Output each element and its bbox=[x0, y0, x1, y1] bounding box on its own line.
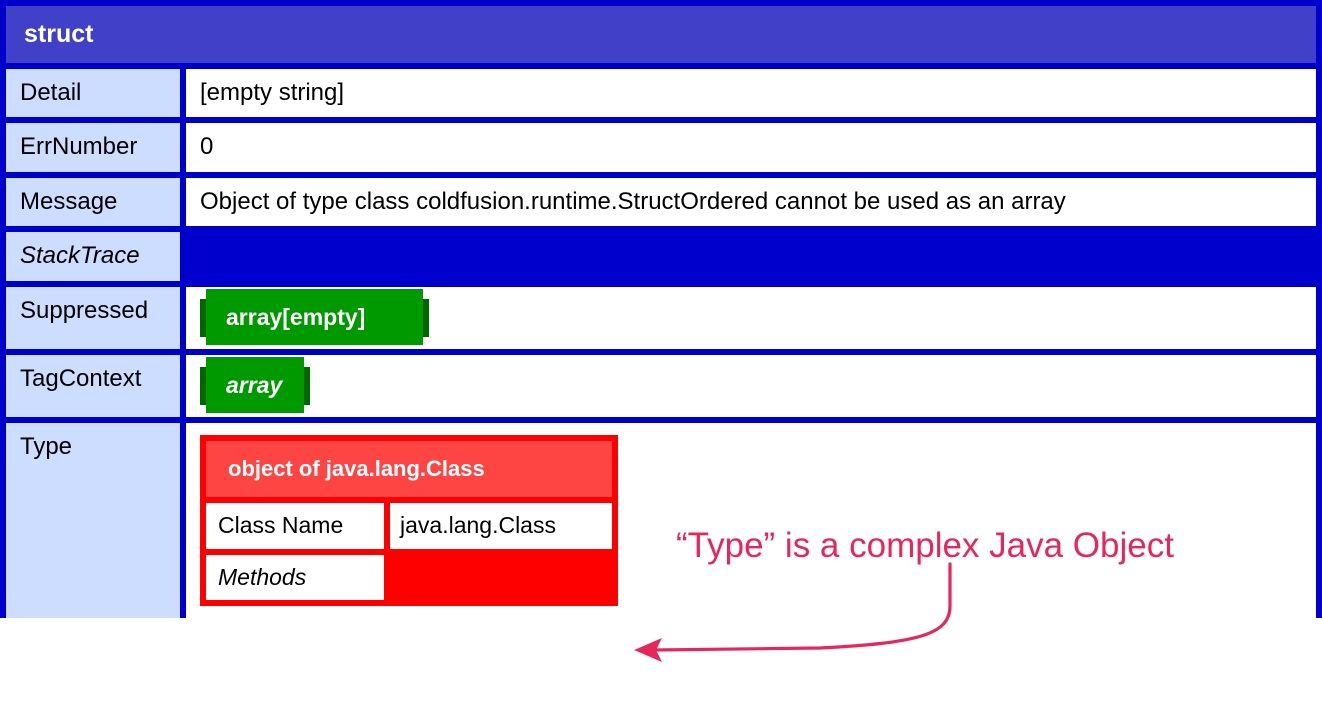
table-row: TagContext array bbox=[6, 354, 1316, 418]
java-object-table: object of java.lang.Class Class Name jav… bbox=[200, 435, 618, 606]
row-key-stacktrace[interactable]: StackTrace bbox=[6, 232, 180, 281]
row-value-stacktrace bbox=[186, 232, 1316, 281]
row-value-methods bbox=[390, 555, 612, 600]
java-object-header[interactable]: object of java.lang.Class bbox=[206, 441, 612, 498]
cfdump-title[interactable]: struct bbox=[6, 6, 1316, 63]
row-value-errnumber: 0 bbox=[186, 123, 1316, 172]
array-box-label: array[empty] bbox=[206, 288, 424, 345]
table-row: StackTrace bbox=[6, 232, 1316, 281]
table-row: Suppressed array[empty] bbox=[6, 286, 1316, 349]
table-row: Class Name java.lang.Class bbox=[206, 503, 612, 549]
row-key-methods[interactable]: Methods bbox=[206, 554, 384, 600]
row-key-class-name: Class Name bbox=[206, 503, 384, 549]
row-value-tagcontext: array bbox=[186, 354, 1316, 418]
annotation-label: “Type” is a complex Java Object bbox=[676, 526, 1174, 565]
row-value-suppressed: array[empty] bbox=[186, 286, 1316, 349]
row-key-detail: Detail bbox=[6, 69, 180, 118]
row-key-errnumber: ErrNumber bbox=[6, 123, 180, 172]
row-key-message: Message bbox=[6, 177, 180, 227]
cfdump-table: struct Detail [empty string] ErrNumber 0… bbox=[0, 0, 1322, 618]
row-value-type: object of java.lang.Class Class Name jav… bbox=[186, 423, 1316, 618]
row-key-tagcontext: TagContext bbox=[6, 354, 180, 418]
row-key-suppressed: Suppressed bbox=[6, 286, 180, 349]
table-row: Type object of java.lang.Class Class Nam… bbox=[6, 423, 1316, 618]
row-key-type: Type bbox=[6, 423, 180, 618]
row-value-message: Object of type class coldfusion.runtime.… bbox=[186, 177, 1316, 227]
table-row: ErrNumber 0 bbox=[6, 123, 1316, 172]
table-row: Methods bbox=[206, 554, 612, 600]
table-row: Message Object of type class coldfusion.… bbox=[6, 177, 1316, 227]
array-box-tagcontext[interactable]: array bbox=[200, 356, 311, 413]
array-box-suppressed[interactable]: array[empty] bbox=[200, 288, 430, 345]
row-value-detail: [empty string] bbox=[186, 69, 1316, 118]
array-box-label: array bbox=[206, 356, 305, 413]
row-value-class-name: java.lang.Class bbox=[390, 503, 612, 549]
table-row: Detail [empty string] bbox=[6, 69, 1316, 118]
